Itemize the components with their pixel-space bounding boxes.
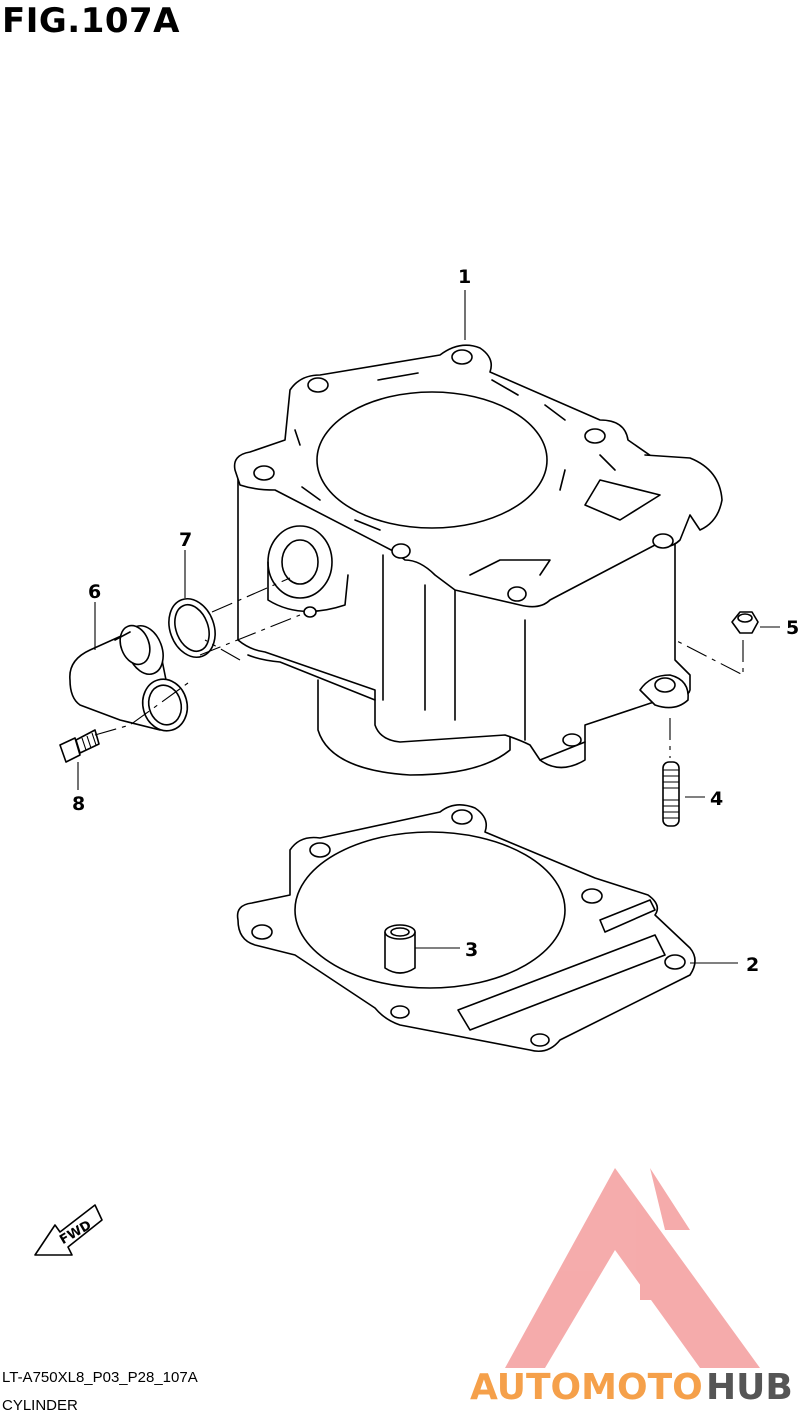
callout-labels: 1 2 3 4 5 6 7 8 xyxy=(72,266,799,976)
callout-3: 3 xyxy=(465,939,478,961)
callout-7: 7 xyxy=(179,529,192,551)
cylinder-drawing xyxy=(233,344,723,776)
figure-title: FIG.107A xyxy=(2,1,180,41)
cylinder-gasket-drawing xyxy=(236,804,696,1053)
dowel-pin-drawing xyxy=(384,924,416,974)
nut-drawing xyxy=(731,611,759,634)
watermark-part-a: AUTOMOTO xyxy=(470,1367,703,1408)
bolt-drawing xyxy=(59,729,100,763)
automotohub-logo-icon xyxy=(505,1168,760,1368)
o-ring-drawing xyxy=(168,598,216,658)
callout-2: 2 xyxy=(746,954,759,976)
callout-6: 6 xyxy=(88,581,101,603)
callout-1: 1 xyxy=(458,266,471,288)
fwd-arrow-icon: FWD xyxy=(34,1204,103,1256)
watermark-text: AUTOMOTO HUB xyxy=(470,1367,793,1408)
callout-5: 5 xyxy=(786,617,799,639)
watermark-part-b: HUB xyxy=(706,1367,793,1408)
callout-4: 4 xyxy=(710,788,723,810)
stud-bolt-drawing xyxy=(662,761,680,827)
callout-8: 8 xyxy=(72,793,85,815)
leader-lines xyxy=(77,290,780,964)
diagram-name: CYLINDER xyxy=(2,1397,78,1414)
diagram-code: LT-A750XL8_P03_P28_107A xyxy=(2,1369,198,1386)
